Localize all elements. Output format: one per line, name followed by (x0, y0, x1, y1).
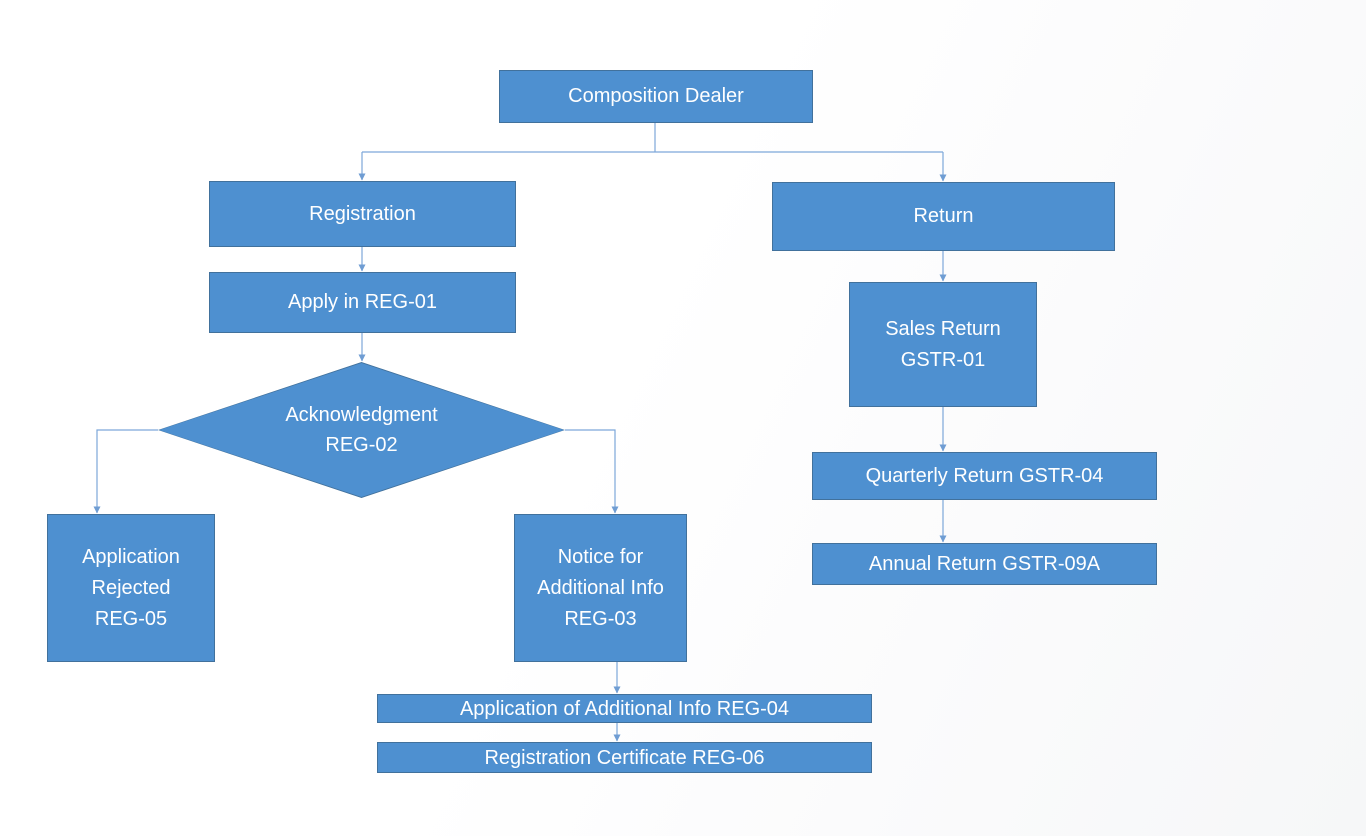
node-notice-additional-reg03-label: Notice for Additional Info REG-03 (537, 545, 664, 630)
node-quarterly-return-gstr04: Quarterly Return GSTR-04 (812, 452, 1157, 500)
node-apply-reg01-label: Apply in REG-01 (288, 291, 437, 313)
connector-acknowledgment-notice (565, 429, 619, 514)
node-registration-label: Registration (309, 202, 416, 225)
connector-acknowledgment-rejected (93, 429, 158, 514)
node-return: Return (772, 182, 1115, 251)
node-composition-dealer: Composition Dealer (499, 70, 813, 123)
node-sales-return-gstr01: Sales Return GSTR-01 (849, 282, 1037, 407)
node-notice-additional-reg03: Notice for Additional Info REG-03 (514, 514, 687, 662)
node-application-rejected-reg05: Application Rejected REG-05 (47, 514, 215, 662)
node-apply-reg01: Apply in REG-01 (209, 272, 516, 333)
node-application-additional-reg04-label: Application of Additional Info REG-04 (459, 697, 790, 720)
node-annual-return-gstr09a: Annual Return GSTR-09A (812, 543, 1157, 585)
node-application-additional-reg04: Application of Additional Info REG-04 (377, 694, 872, 723)
node-registration: Registration (209, 181, 516, 247)
node-annual-return-gstr09a-label: Annual Return GSTR-09A (868, 553, 1101, 575)
node-sales-return-gstr01-label: Sales Return GSTR-01 (885, 317, 1001, 371)
node-composition-dealer-label: Composition Dealer (568, 85, 744, 107)
node-acknowledgment-reg02: Acknowledgment REG-02 (158, 362, 565, 498)
node-return-label: Return (913, 205, 974, 227)
node-acknowledgment-reg02-label: Acknowledgment REG-02 (285, 404, 438, 456)
node-registration-certificate-reg06-label: Registration Certificate REG-06 (484, 746, 765, 769)
node-registration-certificate-reg06: Registration Certificate REG-06 (377, 742, 872, 773)
node-application-rejected-reg05-label: Application Rejected REG-05 (82, 545, 180, 630)
node-quarterly-return-gstr04-label: Quarterly Return GSTR-04 (865, 465, 1104, 487)
